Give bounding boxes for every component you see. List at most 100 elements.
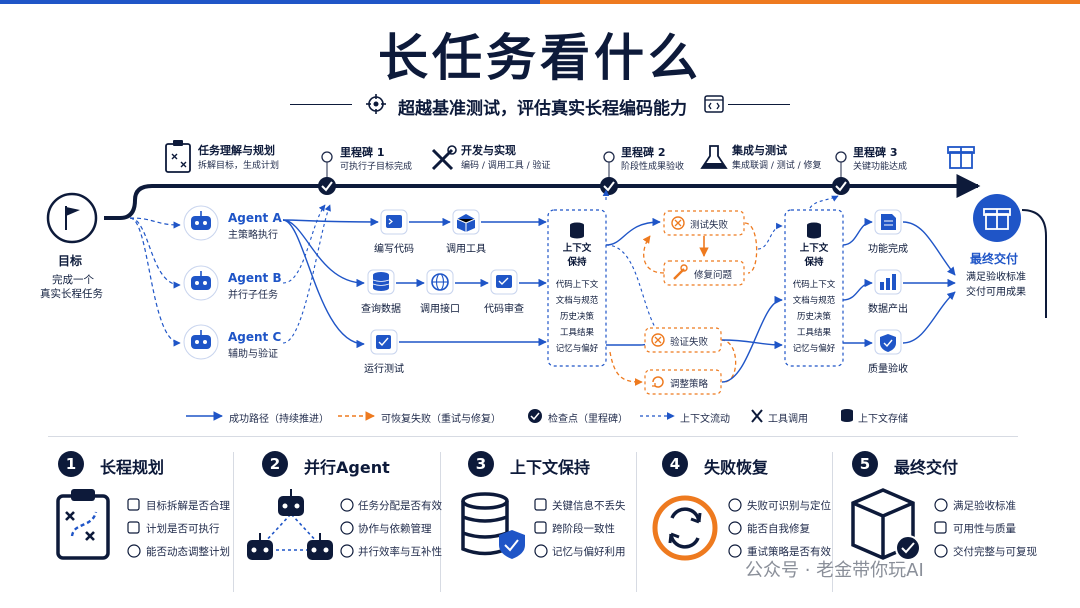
context2-title2: 保持 [804, 257, 824, 268]
tools-icon [431, 145, 457, 171]
legend-recover: 可恢复失败（重试与修复） [381, 414, 501, 425]
context2-title1: 上下文 [799, 243, 829, 254]
cube-tool-icon [452, 209, 480, 235]
page-title: 长任务看什么 [378, 29, 702, 87]
node-dataout-label: 数据产出 [868, 304, 908, 315]
section-1-item-2: 计划是否可执行 [146, 523, 220, 535]
context1-item-3: 历史决策 [559, 312, 594, 322]
agent-a-robot-icon [183, 205, 219, 241]
milestone-1-sub: 可执行子目标完成 [340, 162, 413, 172]
terminal-code-icon [380, 209, 408, 235]
context2-item-5: 记忆与偏好 [792, 344, 836, 354]
section-5-item-1: 满足验收标准 [953, 500, 1016, 512]
shield-check-icon [874, 329, 902, 355]
node-qa-label: 质量验收 [868, 364, 908, 375]
node-review-label: 代码审查 [484, 304, 524, 315]
section-2-item-2: 协作与依赖管理 [358, 523, 432, 535]
section-1-item-3: 能否动态调整计划 [146, 546, 230, 558]
test-fail-label: 测试失败 [690, 220, 729, 231]
section-1-item-1: 目标拆解是否合理 [146, 500, 230, 512]
code-window-icon [704, 95, 724, 113]
context-database-shield-icon [461, 492, 525, 559]
node-test-label: 运行测试 [364, 364, 404, 375]
section-4-item-2: 能否自我修复 [747, 523, 810, 535]
node-code-label: 编写代码 [374, 244, 414, 255]
agent-a-role: 主策略执行 [228, 230, 278, 241]
milestone-3-sub: 关键功能达成 [853, 162, 908, 172]
adjust-strategy-box [644, 369, 722, 395]
fix-issue-label: 修复问题 [694, 270, 733, 281]
legend-checkpoint: 检查点（里程碑） [548, 414, 628, 425]
context1-item-2: 文档与规范 [555, 296, 599, 306]
recovery-cycle-icon [652, 495, 718, 561]
fix-wrench-icon [673, 264, 688, 280]
column-separator-2 [440, 452, 441, 592]
legend-db-icon [841, 409, 853, 422]
node-tool-label: 调用工具 [446, 244, 486, 255]
section-1-title: 长程规划 [100, 458, 165, 477]
section-3-title: 上下文保持 [510, 458, 591, 477]
phase-1-sub: 拆解目标，生成计划 [198, 161, 280, 171]
goal-line2: 真实长程任务 [40, 288, 103, 300]
milestone-2-title: 里程碑 2 [621, 146, 666, 159]
goal-title: 目标 [58, 254, 83, 268]
watermark: 公众号 · 老金带你玩AI [745, 560, 924, 581]
milestone-2-marker [600, 151, 618, 195]
context1-item-4: 工具结果 [559, 328, 594, 338]
milestone-1-marker [318, 151, 336, 195]
section-4-item-1: 失败可识别与定位 [747, 500, 831, 512]
timeline-main [104, 174, 981, 220]
column-separator-1 [233, 452, 234, 592]
goal-flag-icon [46, 192, 98, 244]
section-2-item-1: 任务分配是否有效 [358, 500, 442, 512]
globe-api-icon [426, 269, 454, 295]
bar-chart-icon [874, 269, 902, 295]
milestone-3-title: 里程碑 3 [853, 146, 898, 159]
node-api-label: 调用接口 [420, 304, 460, 315]
fix-issue-box [663, 260, 745, 286]
bottom-separator [48, 436, 1018, 437]
agent-a-name: Agent A [228, 211, 282, 225]
agent-b-robot-icon [183, 265, 219, 301]
agent-c-role: 辅助与验证 [228, 349, 278, 360]
agent-b-role: 并行子任务 [228, 290, 278, 301]
top-accent-blue [0, 0, 540, 4]
agent-c-name: Agent C [228, 330, 282, 344]
test-fail-box [663, 210, 745, 236]
subtitle-line-right [728, 104, 790, 105]
context-box-1 [547, 209, 607, 367]
context2-item-2: 文档与规范 [792, 296, 836, 306]
final-tail-line [1021, 209, 1047, 318]
verify-fail-label: 验证失败 [670, 337, 709, 348]
document-done-icon [874, 209, 902, 235]
context-db-icon-2 [807, 222, 821, 239]
legend-ctx-store: 上下文存储 [858, 414, 908, 425]
section-5-number: 5 [852, 451, 878, 477]
database-icon [367, 269, 395, 295]
section-4-title: 失败恢复 [704, 458, 769, 477]
section-5-item-2: 可用性与质量 [953, 523, 1016, 535]
code-review-icon [490, 269, 518, 295]
context1-item-1: 代码上下文 [555, 280, 599, 290]
legend-context-flow: 上下文流动 [680, 414, 730, 425]
legend-check-icon [528, 409, 542, 423]
section-3-item-3: 记忆与偏好利用 [552, 546, 626, 558]
context-box-2 [784, 209, 844, 367]
run-test-icon [370, 329, 398, 355]
final-line1: 满足验收标准 [966, 272, 1026, 283]
agent-b-name: Agent B [228, 271, 282, 285]
phase-2-sub: 编码 / 调用工具 / 验证 [461, 161, 551, 171]
subtitle-row: 超越基准测试，评估真实长程编码能力 [290, 90, 790, 119]
context2-item-4: 工具结果 [796, 328, 831, 338]
adjust-refresh-icon [652, 376, 664, 388]
section-item-icons [127, 498, 948, 558]
verify-fail-x-icon [651, 333, 665, 347]
section-1-number: 1 [58, 451, 84, 477]
gift-icon [947, 146, 975, 169]
phase-1-title: 任务理解与规划 [198, 144, 275, 157]
column-separator-4 [832, 452, 833, 592]
section-3-number: 3 [468, 451, 494, 477]
context-db-icon-1 [570, 222, 584, 239]
agents-network-icon [247, 489, 333, 560]
milestone-3-marker [832, 151, 850, 195]
